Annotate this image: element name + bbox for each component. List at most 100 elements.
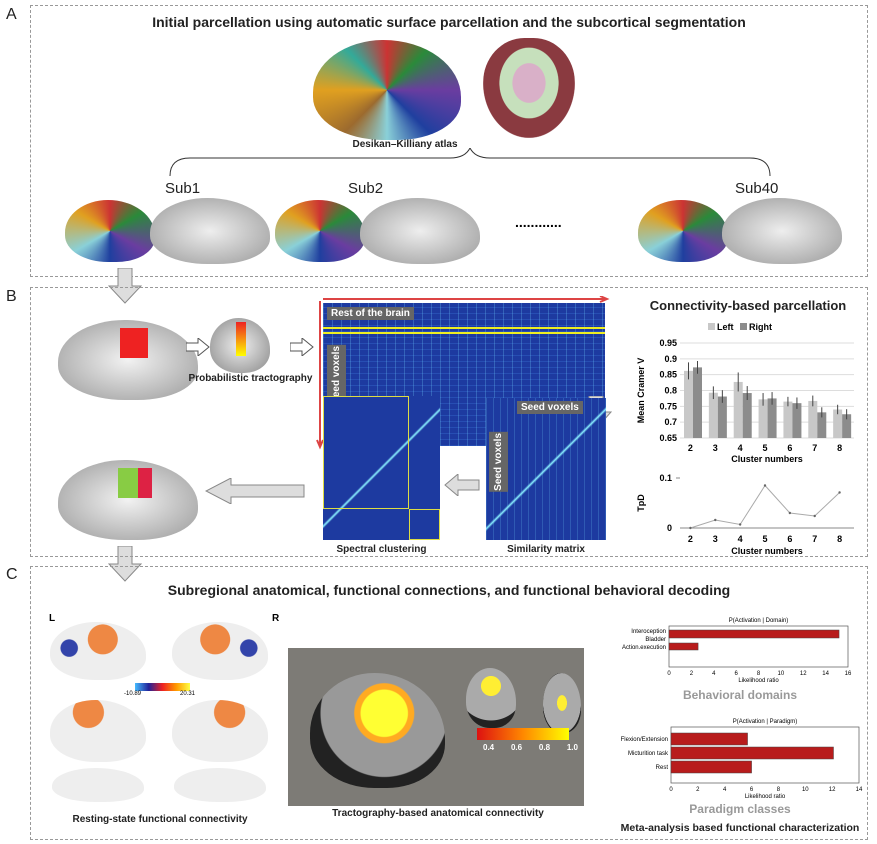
rsfc-colorbar-min: -10.89 bbox=[124, 691, 142, 697]
y-tick-label: 0.1 bbox=[659, 473, 672, 483]
x-axis-title: Cluster numbers bbox=[731, 454, 803, 464]
x-tick-label: 10 bbox=[778, 671, 785, 677]
tractography-label: Probabilistic tractography bbox=[188, 373, 313, 384]
panel-a-title: Initial parcellation using automatic sur… bbox=[152, 14, 746, 30]
axial-slice bbox=[543, 673, 581, 733]
legend-left: Left bbox=[717, 322, 734, 332]
tick: 0.6 bbox=[510, 743, 523, 752]
matrix-axis-arrows bbox=[316, 296, 610, 450]
x-tick-label: 2 bbox=[696, 787, 700, 793]
bar-right bbox=[792, 403, 802, 438]
sagittal-slice bbox=[310, 673, 445, 788]
tpd-point bbox=[738, 523, 742, 526]
arrow-right-icon bbox=[290, 338, 314, 356]
category-label: Interoception bbox=[631, 629, 666, 635]
x-tick-label: 6 bbox=[787, 443, 792, 453]
medial-brain-parcellated bbox=[58, 460, 198, 540]
desikan-killiany-brain-image bbox=[313, 40, 461, 140]
bar bbox=[668, 629, 840, 639]
x-axis-title: Cluster numbers bbox=[731, 546, 803, 556]
y-tick-label: 0.85 bbox=[659, 370, 677, 380]
y-axis-title: Mean Cramer V bbox=[636, 358, 646, 424]
category-label: Flexion/Extension bbox=[621, 737, 668, 743]
rsfc-left-medial bbox=[50, 700, 146, 762]
tick: 0.8 bbox=[538, 743, 551, 752]
cbp-chart-title: Connectivity-based parcellation bbox=[649, 298, 847, 313]
y-tick-label: 0.9 bbox=[664, 354, 677, 364]
x-axis-title: Likelihood ratio bbox=[745, 794, 786, 800]
atlas-label: Desikan–Killiany atlas bbox=[352, 139, 458, 150]
x-tick-label: 2 bbox=[690, 671, 694, 677]
chart-title: P(Activation | Paradigm) bbox=[733, 719, 798, 725]
subject-1-brain bbox=[65, 200, 155, 262]
x-tick-label: 4 bbox=[738, 534, 743, 544]
tick: 0.4 bbox=[483, 743, 495, 752]
x-tick-label: 7 bbox=[812, 443, 817, 453]
spectral-clustering-label: Spectral clustering bbox=[336, 544, 427, 555]
bar bbox=[668, 642, 699, 651]
bar-right bbox=[817, 412, 827, 438]
rsfc-caption: Resting-state functional connectivity bbox=[72, 814, 248, 825]
x-tick-label: 0 bbox=[667, 671, 671, 677]
tpd-point bbox=[788, 511, 792, 515]
panel-label-b: B bbox=[6, 288, 17, 305]
x-tick-label: 3 bbox=[713, 443, 718, 453]
panel-a bbox=[30, 5, 868, 277]
y-tick-label: 0.8 bbox=[664, 386, 677, 396]
bar-left bbox=[733, 381, 743, 438]
meta-analysis-caption: Meta-analysis based functional character… bbox=[620, 822, 860, 834]
panel-c bbox=[30, 566, 868, 840]
subject-40-brain bbox=[638, 200, 728, 262]
bar-left bbox=[708, 392, 718, 438]
bar bbox=[670, 760, 752, 774]
similarity-seed-voxels-top: Seed voxels bbox=[517, 401, 583, 414]
y-tick-label: 0 bbox=[667, 523, 672, 533]
domain-chart: P(Activation | Domain) InteroceptionBladd… bbox=[622, 618, 852, 684]
x-tick-label: 3 bbox=[713, 534, 718, 544]
rest-of-brain-label: Rest of the brain bbox=[327, 307, 414, 320]
legend-swatch-left bbox=[708, 323, 715, 330]
subject-40-label: Sub40 bbox=[735, 180, 779, 197]
arrow-left-icon bbox=[205, 478, 305, 504]
arrow-right-icon bbox=[186, 338, 210, 356]
x-tick-label: 2 bbox=[688, 534, 693, 544]
subject-2-medial bbox=[360, 198, 480, 264]
bar-right bbox=[842, 414, 852, 438]
subject-40-medial bbox=[722, 198, 842, 264]
chart-title: P(Activation | Domain) bbox=[729, 618, 789, 624]
x-tick-label: 8 bbox=[757, 671, 761, 677]
x-tick-label: 5 bbox=[762, 534, 767, 544]
right-hemisphere-label: R bbox=[272, 613, 280, 624]
panel-b bbox=[30, 287, 868, 557]
category-label: Bladder bbox=[645, 637, 666, 643]
y-axis-title: TpD bbox=[636, 494, 646, 512]
y-tick-label: 0.7 bbox=[664, 417, 677, 427]
tpd-point bbox=[714, 518, 717, 522]
x-tick-label: 0 bbox=[669, 787, 673, 793]
tractography-brain bbox=[210, 318, 270, 373]
arrow-down-icon bbox=[108, 268, 142, 304]
bar-left bbox=[833, 409, 843, 438]
arrow-down-icon bbox=[108, 546, 142, 582]
x-tick-label: 5 bbox=[762, 443, 767, 453]
x-tick-label: 7 bbox=[812, 534, 817, 544]
x-tick-label: 8 bbox=[777, 787, 781, 793]
tpd-line bbox=[690, 484, 840, 529]
x-tick-label: 8 bbox=[837, 443, 842, 453]
x-tick-label: 14 bbox=[822, 671, 829, 677]
x-tick-label: 4 bbox=[723, 787, 727, 793]
subject-2-label: Sub2 bbox=[348, 180, 384, 197]
x-tick-label: 14 bbox=[856, 787, 863, 793]
x-axis-title: Likelihood ratio bbox=[738, 678, 779, 684]
bar-right bbox=[767, 398, 777, 438]
tpd-point bbox=[763, 484, 767, 487]
ellipsis: ............ bbox=[515, 214, 562, 230]
behavioral-domains-caption: Behavioral domains bbox=[682, 688, 798, 702]
rsfc-left-ventral bbox=[52, 768, 144, 802]
rsfc-colorbar bbox=[135, 683, 190, 691]
x-tick-label: 12 bbox=[800, 671, 807, 677]
y-tick-label: 0.65 bbox=[659, 433, 677, 443]
rsfc-left-lateral bbox=[50, 622, 146, 680]
panel-c-title: Subregional anatomical, functional conne… bbox=[167, 582, 731, 598]
subject-1-medial bbox=[150, 198, 270, 264]
